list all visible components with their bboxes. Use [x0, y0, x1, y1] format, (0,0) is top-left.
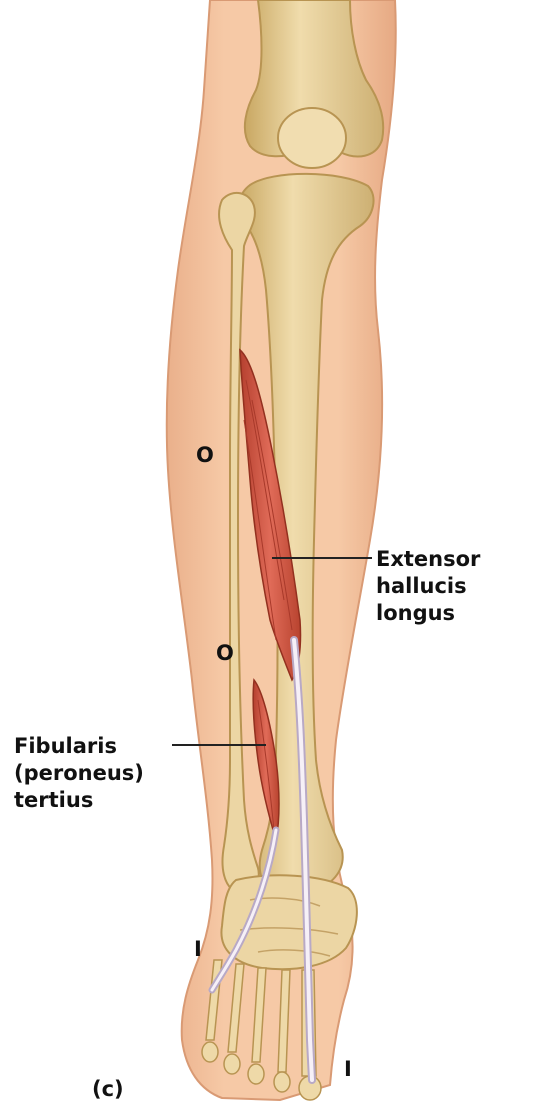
origin-marker-lower: O [216, 642, 234, 664]
label-extensor-line1: Extensor [376, 546, 480, 573]
label-extensor-line3: longus [376, 600, 480, 627]
label-extensor-line2: hallucis [376, 573, 480, 600]
label-extensor-hallucis-longus: Extensor hallucis longus [376, 546, 480, 627]
label-fibularis-tertius: Fibularis (peroneus) tertius [14, 733, 144, 814]
label-fibularis-line2: (peroneus) [14, 760, 144, 787]
insertion-marker-right: I [344, 1058, 352, 1080]
label-fibularis-line1: Fibularis [14, 733, 144, 760]
origin-marker-upper: O [196, 444, 214, 466]
insertion-marker-left: I [194, 938, 202, 960]
panel-label: (c) [92, 1078, 124, 1100]
tarsal-bones [221, 875, 356, 969]
patella [278, 108, 346, 168]
label-fibularis-line3: tertius [14, 787, 144, 814]
